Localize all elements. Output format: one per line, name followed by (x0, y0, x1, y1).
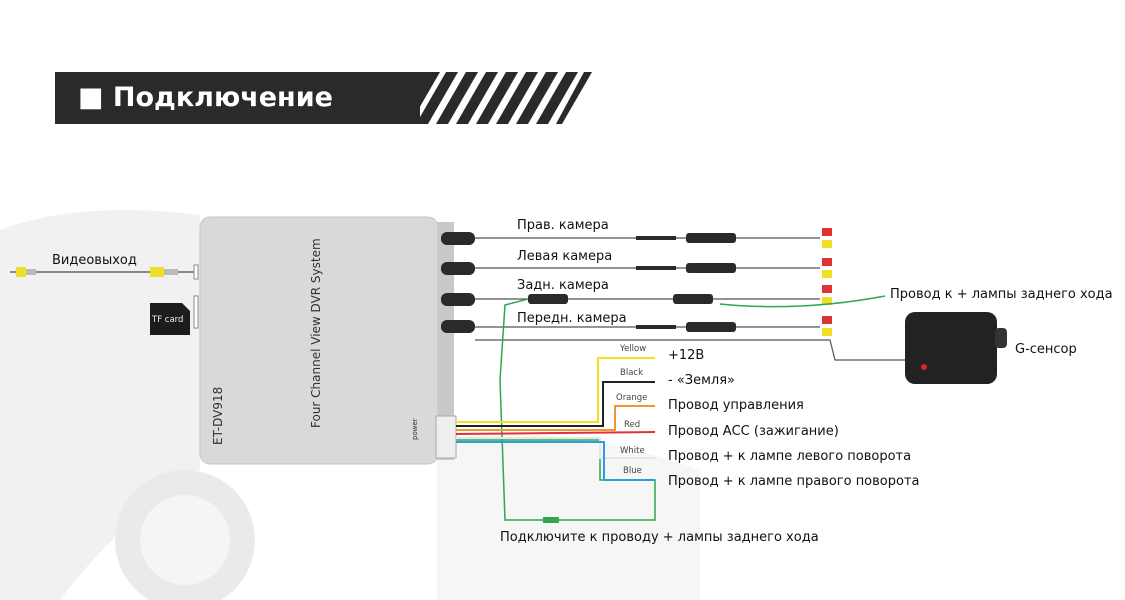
wire-color-orange: Orange (616, 393, 647, 403)
reverse-tap-connector (543, 517, 559, 523)
wire-label-12v: +12В (668, 348, 704, 363)
power-wires (455, 357, 656, 481)
device-name: Four Channel View DVR System (309, 238, 323, 428)
wire-label-left-turn: Провод + к лампе левого поворота (668, 449, 911, 464)
wire-label-control: Провод управления (668, 398, 804, 413)
header-stripes (390, 72, 592, 124)
video-output: Видеовыход (10, 253, 195, 277)
wire-color-black: Black (620, 368, 643, 378)
tf-card: TF card (150, 303, 190, 335)
device-model: ET-DV918 (211, 387, 225, 445)
wire-label-right-turn: Провод + к лампе правого поворота (668, 474, 920, 489)
dvr-device: ET-DV918 Four Channel View DVR System po… (193, 216, 454, 465)
power-connector (435, 415, 457, 459)
bottom-note: Подключите к проводу + лампы заднего ход… (500, 530, 819, 545)
g-sensor-label: G-сенсор (1015, 342, 1077, 357)
wire-color-blue: Blue (623, 466, 642, 476)
camera-label-rear: Задн. камера (517, 278, 609, 293)
power-label: power (411, 418, 419, 440)
rca-plugs (822, 228, 832, 336)
camera-connectors (441, 232, 736, 333)
video-out-label: Видеовыход (52, 253, 137, 268)
reverse-lamp-wire-label: Провод к + лампы заднего хода (890, 287, 1113, 302)
section-header: ■ Подключение (55, 72, 592, 124)
wire-color-red: Red (624, 420, 640, 430)
camera-label-right: Прав. камера (517, 218, 609, 233)
page-title: ■ Подключение (78, 82, 333, 113)
wire-label-ground: - «Земля» (668, 373, 735, 388)
camera-label-front: Передн. камера (517, 311, 627, 326)
g-sensor: G-сенсор (905, 312, 1077, 384)
camera-label-left: Левая камера (517, 249, 612, 264)
tf-card-label: TF card (151, 315, 183, 325)
wire-label-acc: Провод АСС (зажигание) (668, 424, 839, 439)
wire-color-yellow: Yellow (619, 344, 646, 354)
wire-color-white: White (620, 446, 645, 456)
